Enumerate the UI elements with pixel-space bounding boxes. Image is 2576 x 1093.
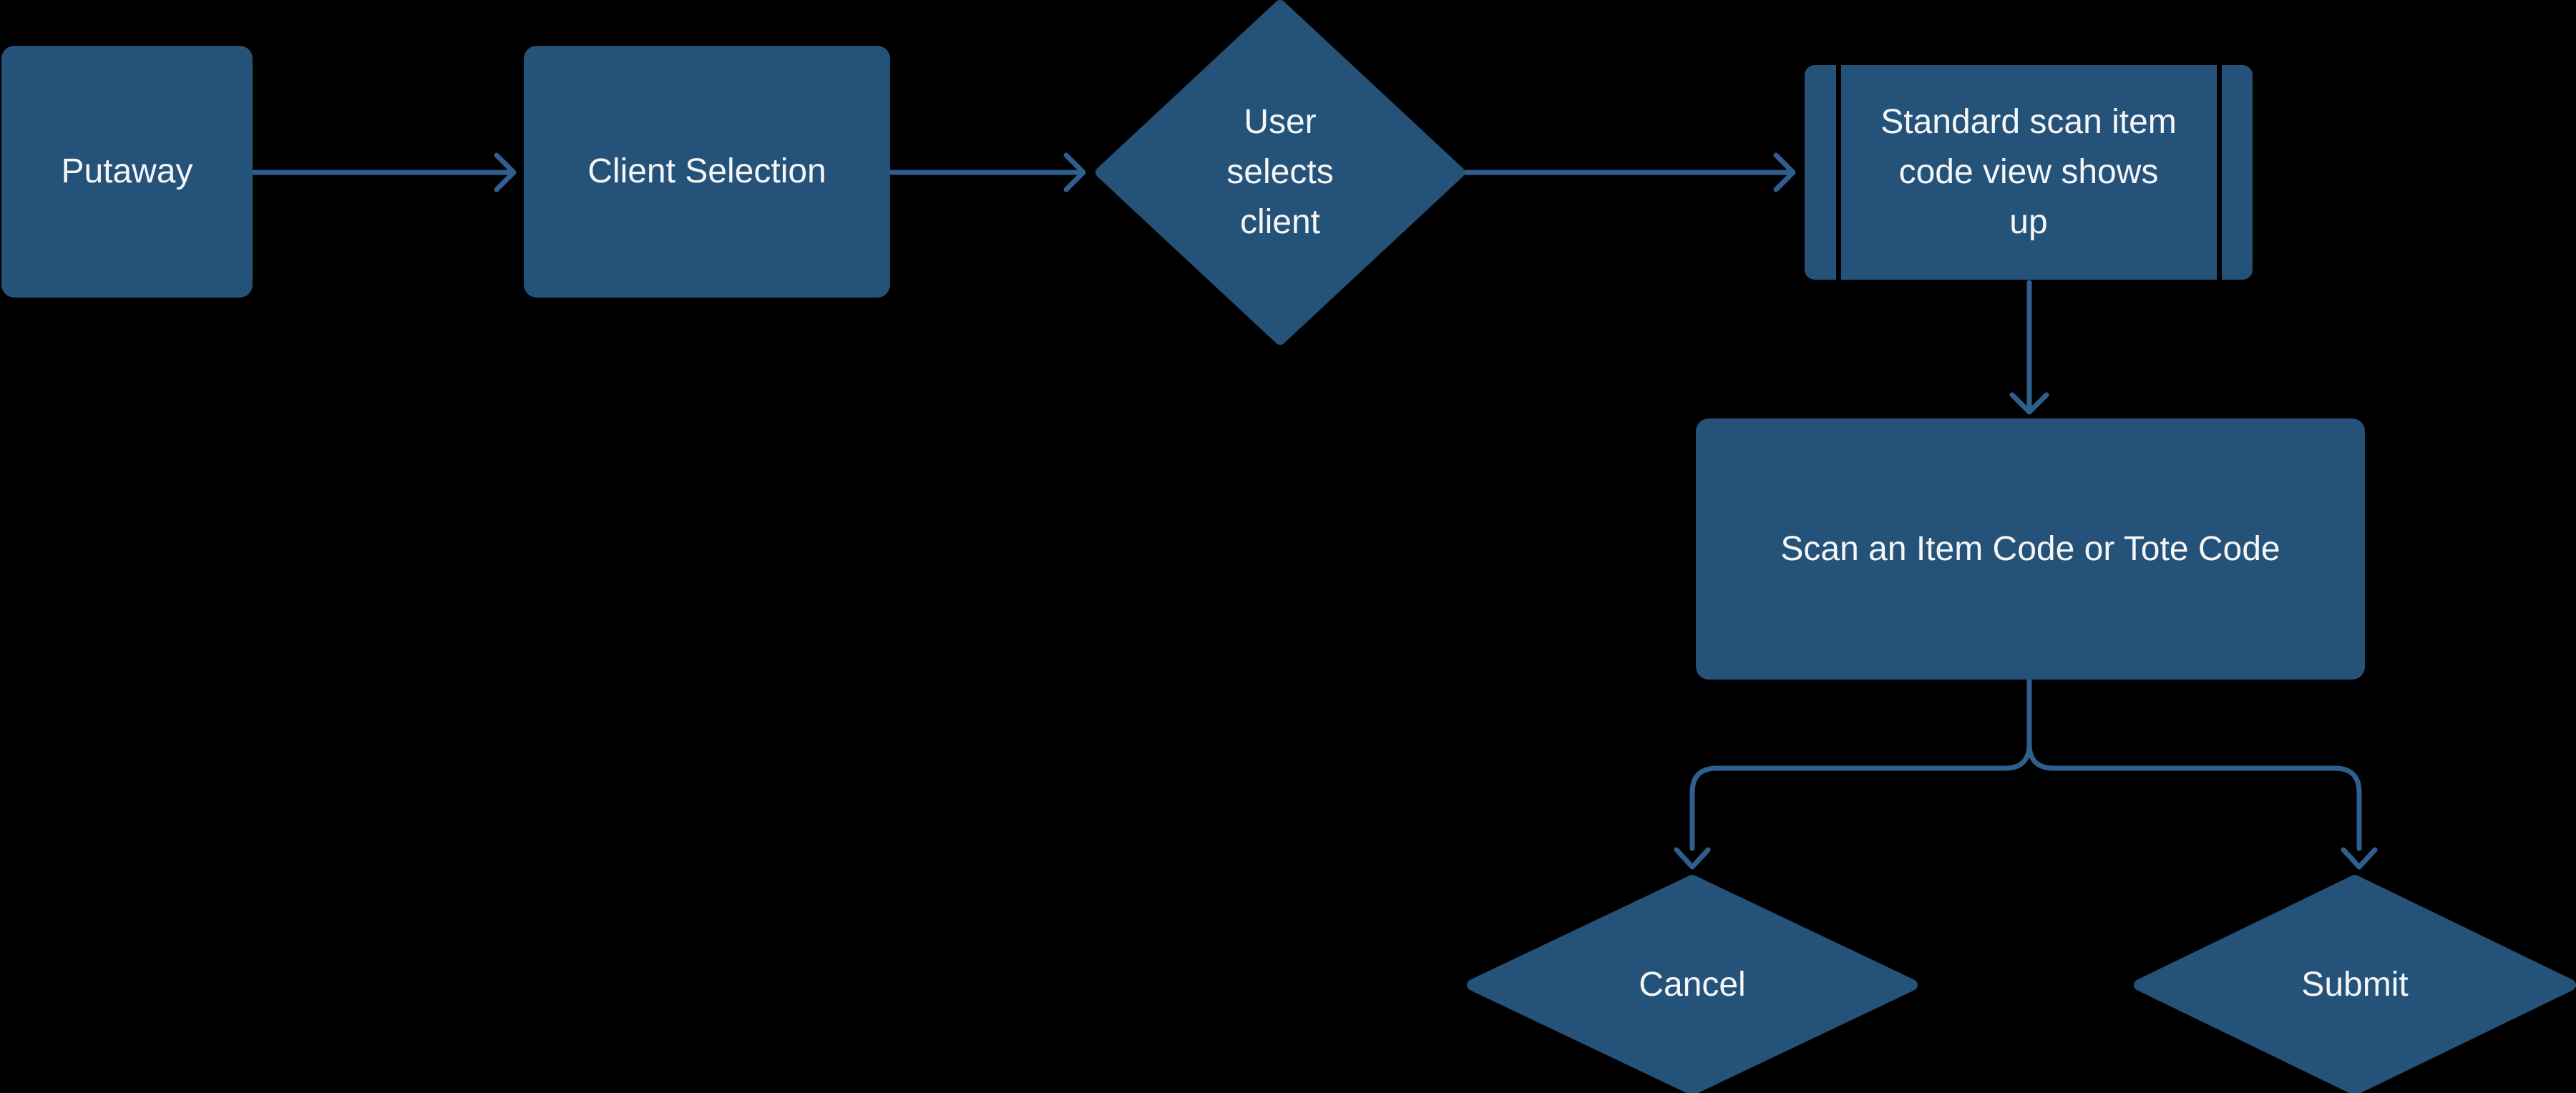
node-client-selection[interactable]: Client Selection — [524, 46, 890, 298]
connector-scan-code-to-cancel — [1674, 678, 2032, 870]
arrowhead-right-icon — [1063, 152, 1086, 192]
node-scan-code-label: Scan an Item Code or Tote Code — [1780, 529, 2280, 568]
node-standard-scan-view-label: Standard scan item code view shows up — [1880, 103, 2177, 241]
connector-putaway-to-client-selection — [250, 152, 517, 192]
connector-decision-to-standard-scan-view — [1461, 152, 1796, 192]
node-client-selection-label: Client Selection — [587, 152, 826, 190]
connector-line — [1689, 678, 2032, 851]
node-cancel[interactable] — [1467, 875, 1918, 1093]
arrowhead-down-icon — [1674, 847, 1711, 870]
arrowhead-right-icon — [1773, 152, 1796, 192]
subroutine-left-bar — [1836, 65, 1841, 280]
node-scan-code[interactable]: Scan an Item Code or Tote Code — [1696, 418, 2365, 680]
connector-scan-code-to-submit — [2026, 678, 2378, 870]
node-user-selects-client[interactable] — [1096, 0, 1465, 345]
arrowhead-down-icon — [2009, 392, 2049, 415]
connector-standard-scan-view-to-scan-code — [2009, 280, 2049, 415]
node-putaway-label: Putaway — [61, 152, 193, 190]
node-submit[interactable] — [2134, 875, 2576, 1093]
node-putaway[interactable]: Putaway — [1, 46, 253, 298]
subroutine-right-bar — [2217, 65, 2222, 280]
node-standard-scan-view[interactable]: Standard scan item code view shows up — [1805, 65, 2253, 280]
arrowhead-right-icon — [494, 152, 517, 192]
connector-client-selection-to-decision — [887, 152, 1086, 192]
connector-line — [2026, 678, 2362, 851]
arrowhead-down-icon — [2341, 847, 2378, 870]
